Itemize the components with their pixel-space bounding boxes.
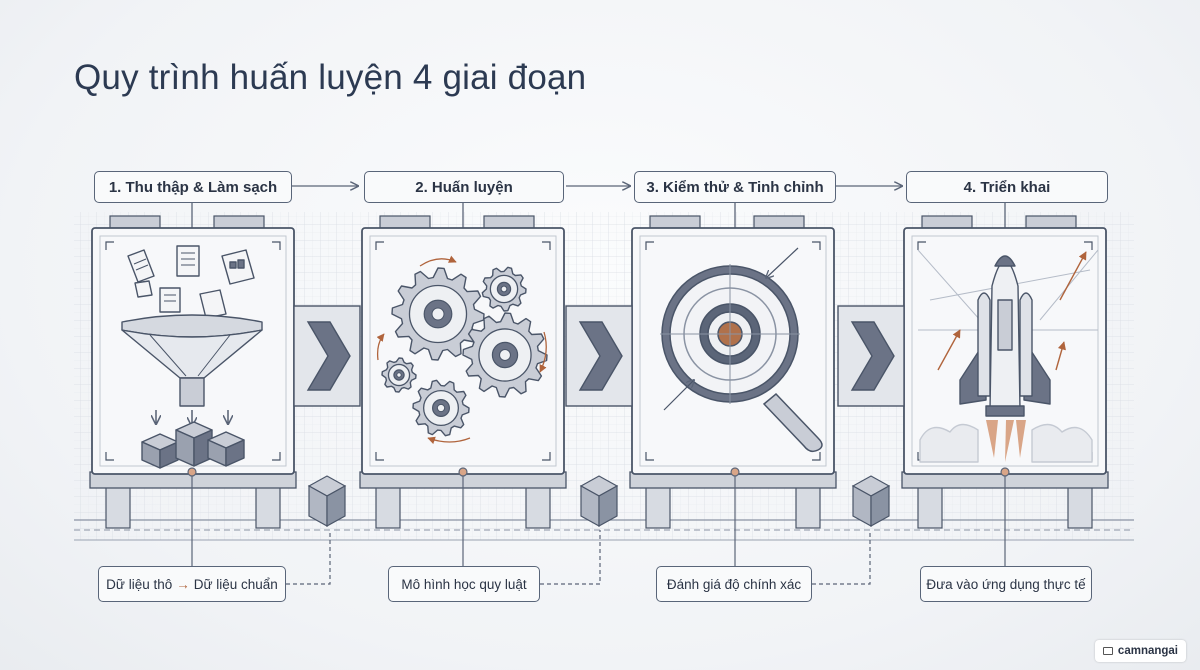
chevron-connector-1 [293, 305, 361, 528]
brand-name: camnangai [1117, 645, 1178, 657]
label-connectors [191, 186, 1006, 228]
stage-3-caption: Đánh giá độ chính xác [656, 566, 812, 602]
gear-large [391, 267, 485, 361]
stage-4-label: 4. Triển khai [906, 171, 1108, 203]
funnel-documents-icon [121, 245, 263, 469]
stage-1-caption: Dữ liệu thô → Dữ liệu chuẩn [98, 566, 286, 602]
chevron-connector-3 [837, 305, 905, 528]
brand-badge[interactable]: camnangai [1094, 640, 1186, 662]
stage-2-caption: Mô hình học quy luật [388, 566, 540, 602]
caption-target: Dữ liệu chuẩn [193, 576, 278, 592]
stage-1-label: 1. Thu thập & Làm sạch [94, 171, 292, 203]
stage-4-caption: Đưa vào ứng dụng thực tế [920, 566, 1092, 602]
page-title: Quy trình huấn luyện 4 giai đoạn [74, 58, 587, 97]
caption-source: Dữ liệu thô [106, 576, 173, 592]
gear-bottom [412, 379, 470, 437]
arrow-right-icon: → [176, 576, 190, 592]
gear-small-top [481, 266, 527, 312]
magnifier-target-icon [660, 247, 823, 453]
stage-2-label: 2. Huấn luyện [364, 171, 564, 203]
stage-3-label: 3. Kiểm thử & Tinh chỉnh [634, 171, 836, 203]
chevron-connector-2 [565, 305, 633, 528]
rocket-icon [917, 249, 1099, 463]
gears-icon [376, 255, 548, 445]
gear-small-left [381, 357, 417, 393]
caption-connectors [187, 467, 1010, 585]
camera-icon [1102, 647, 1113, 655]
gear-right [462, 312, 548, 398]
